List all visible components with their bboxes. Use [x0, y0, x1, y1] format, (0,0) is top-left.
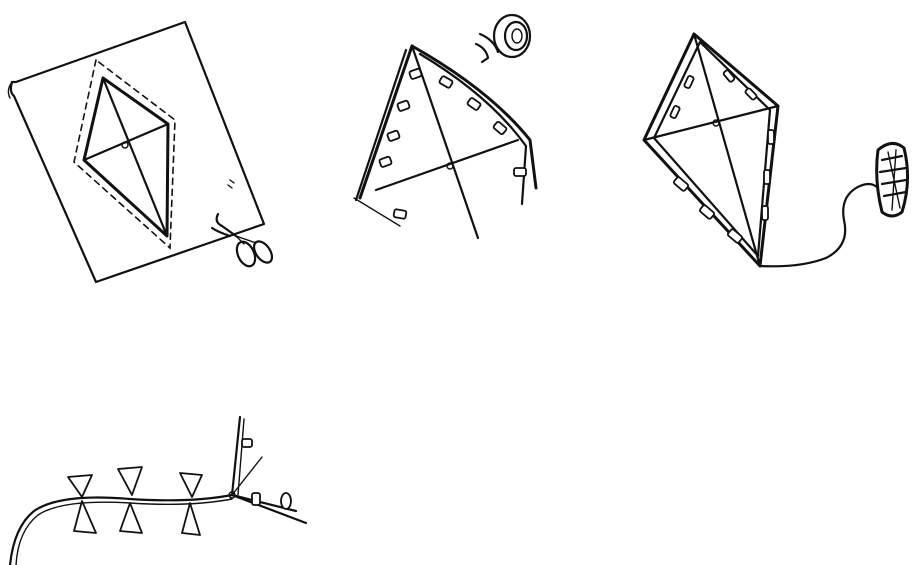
kite-right-edge-2	[420, 54, 526, 204]
kite-corner-bottom	[232, 495, 306, 523]
step-3-drawing	[630, 20, 913, 280]
finished-kite-cross	[644, 106, 778, 140]
scissors-icon	[212, 214, 276, 269]
corner-tape-3	[281, 493, 291, 509]
corner-tape-2	[252, 493, 260, 505]
step-1-panel	[0, 0, 290, 300]
step-2-panel	[340, 0, 570, 245]
kite-left-edge-2	[356, 50, 406, 200]
step-1-drawing	[0, 0, 290, 300]
finished-kite-outline-inner	[654, 42, 770, 256]
kite-string	[760, 184, 878, 266]
kite-frame-outline	[84, 78, 168, 236]
paper-mark	[228, 180, 234, 188]
tape-pieces	[379, 68, 526, 219]
step-3-panel	[630, 20, 913, 280]
corner-tape-1	[242, 439, 252, 447]
step-4-drawing	[0, 405, 320, 565]
kite-right-edge	[412, 46, 536, 188]
kite-spine-end	[232, 457, 262, 495]
tape-roll-icon	[476, 15, 530, 62]
step-2-drawing	[340, 0, 570, 245]
step-4-panel	[0, 405, 320, 565]
paper-sheet	[11, 22, 264, 282]
kite-left-edge	[360, 46, 412, 198]
finished-kite-tapes	[670, 69, 774, 243]
string-spool-icon	[877, 143, 908, 216]
kite-bottom-edge	[354, 198, 400, 226]
